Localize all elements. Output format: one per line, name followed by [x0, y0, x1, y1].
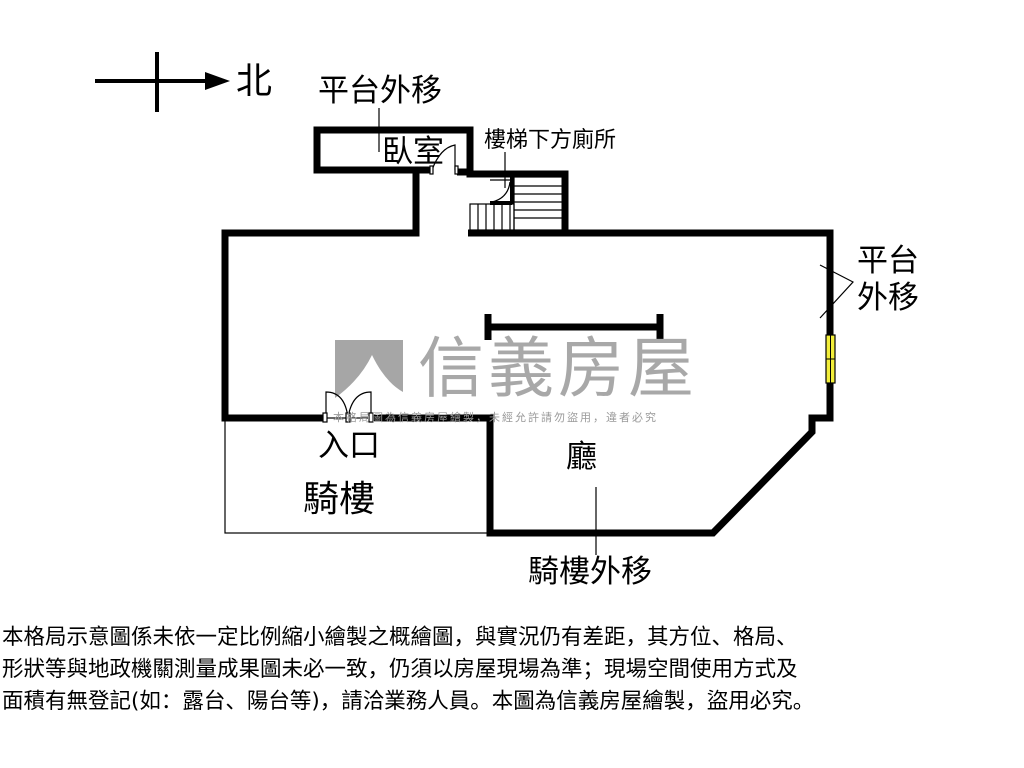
label-platform-right-1: 平台 — [857, 243, 919, 279]
disclaimer-line: 面積有無登記(如：露台、陽台等)，請洽業務人員。本圖為信義房屋繪製，盜用必究。 — [2, 689, 815, 714]
label-toilet: 樓梯下方廁所 — [484, 128, 617, 153]
label-entrance: 入口 — [318, 428, 380, 464]
bedroom-door-icon — [429, 144, 459, 175]
label-hall: 廳 — [566, 439, 597, 475]
disclaimer: 本格局示意圖係未依一定比例縮小繪製之概繪圖，與實況仍有差距，其方位、格局、 形狀… — [2, 622, 1022, 718]
entrance-door-icon — [322, 391, 374, 423]
staircase — [469, 176, 565, 231]
window-icon — [825, 334, 836, 384]
watermark-logo — [335, 340, 403, 402]
north-arrow-icon — [95, 52, 230, 112]
label-platform-top: 平台外移 — [318, 73, 442, 109]
label-arcade-shift: 騎樓外移 — [528, 554, 652, 590]
disclaimer-line: 形狀等與地政機關測量成果圖未必一致，仍須以房屋現場為準；現場空間使用方式及 — [2, 657, 798, 682]
leader-lines — [378, 108, 854, 555]
disclaimer-line: 本格局示意圖係未依一定比例縮小繪製之概繪圖，與實況仍有差距，其方位、格局、 — [2, 625, 798, 650]
watermark-brand: 信義房屋 — [418, 330, 698, 407]
label-arcade: 騎樓 — [303, 479, 376, 520]
label-bedroom: 臥室 — [382, 134, 444, 170]
walls — [221, 126, 834, 537]
compass-north-label: 北 — [236, 61, 273, 102]
watermark-notice: 本格局圖為信義房屋繪製，未經允許請勿盜用，違者必究 — [333, 411, 658, 424]
label-platform-right-2: 外移 — [857, 280, 919, 316]
